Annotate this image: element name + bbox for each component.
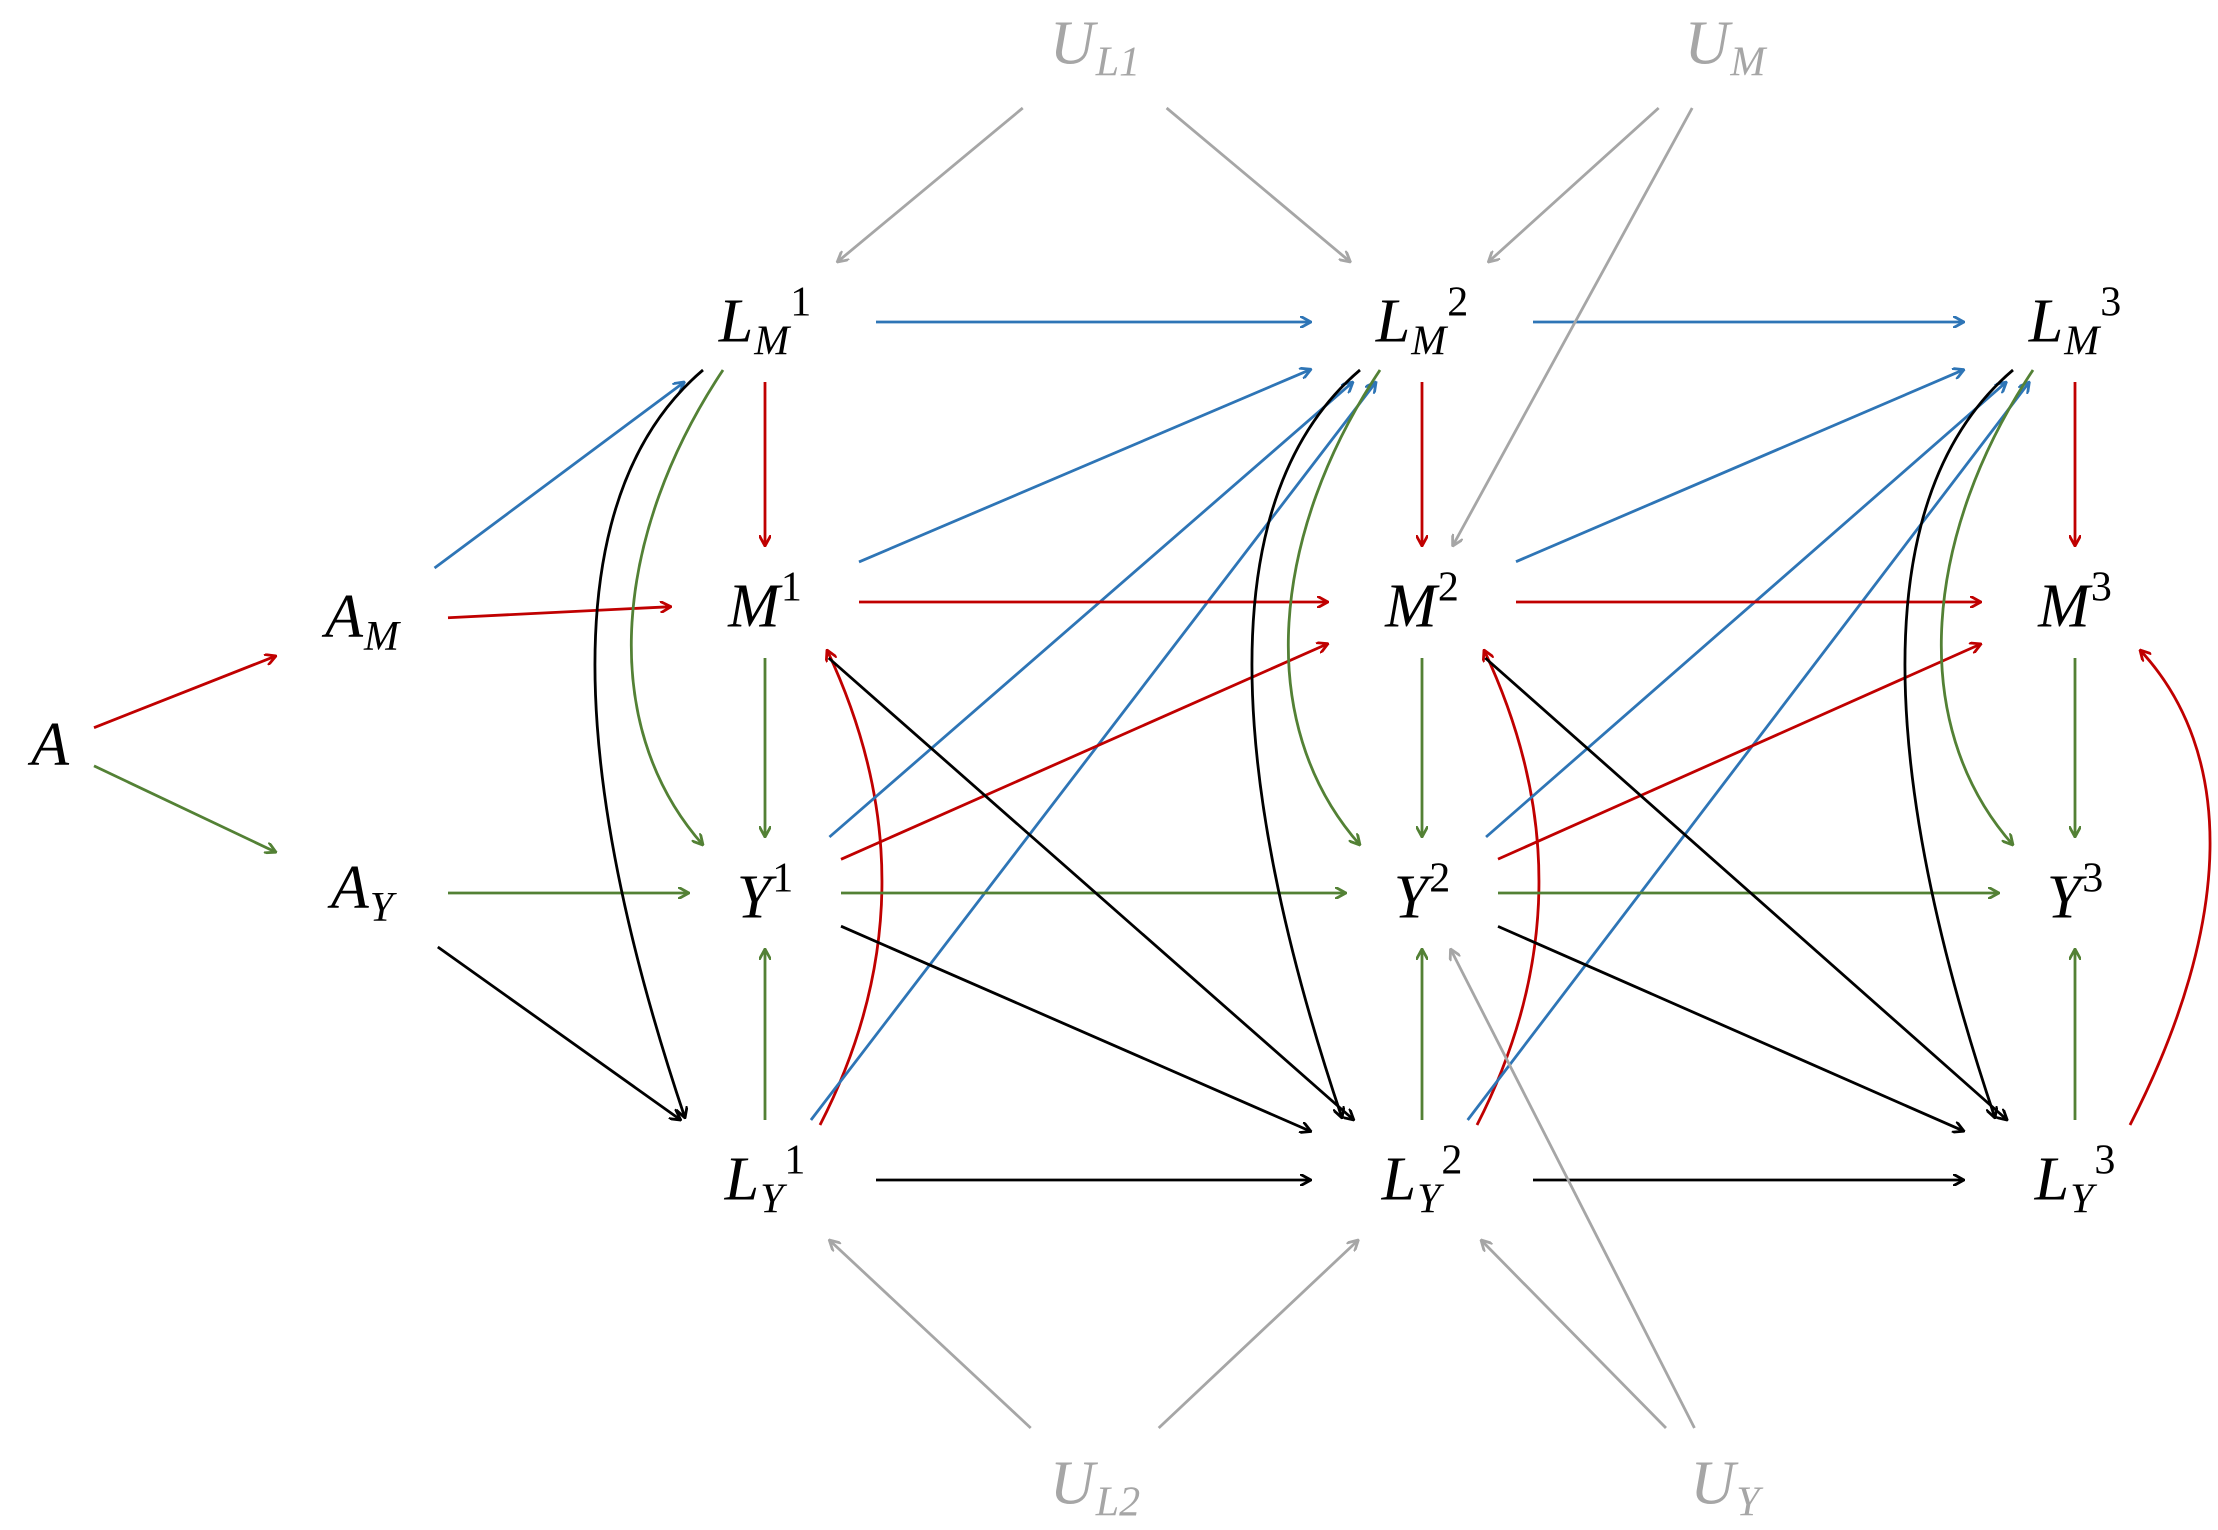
node-Y2: Y2 xyxy=(1394,857,1450,928)
node-main: L xyxy=(2034,1145,2070,1214)
edge-A-to-AM xyxy=(93,656,276,729)
node-UL2: UL2 xyxy=(1050,1453,1140,1524)
node-sub: M xyxy=(1730,39,1766,86)
node-sub: M xyxy=(1411,318,1447,365)
node-M2: M2 xyxy=(1385,566,1459,637)
node-M1: M1 xyxy=(728,566,802,637)
node-LY3: LY3 xyxy=(2035,1139,2116,1220)
edge-LY1-to-M1 xyxy=(818,650,884,1126)
edge-UL2-to-LY1 xyxy=(829,1240,1032,1430)
edge-M2-to-LM3 xyxy=(1515,370,1964,563)
node-LM3: LM3 xyxy=(2029,281,2121,362)
node-main: L xyxy=(1375,287,1411,356)
edge-Y2-to-M3 xyxy=(1497,644,1981,861)
node-UL1: UL1 xyxy=(1050,13,1140,84)
edge-UM-to-LM2 xyxy=(1488,106,1660,262)
node-main: A xyxy=(325,582,363,651)
edge-Y1-to-LY2 xyxy=(840,924,1311,1131)
edge-M2-to-LY3 xyxy=(1484,656,2007,1120)
node-main: U xyxy=(1049,1449,1095,1518)
node-A: A xyxy=(31,714,69,776)
node-sub: Y xyxy=(369,885,394,932)
node-main: A xyxy=(330,853,369,922)
node-main: U xyxy=(1049,9,1095,78)
node-main: Y xyxy=(1393,863,1429,932)
node-LY2: LY2 xyxy=(1382,1139,1463,1220)
node-sup: 2 xyxy=(1441,1137,1463,1184)
edge-UM-to-M2 xyxy=(1453,107,1694,546)
edge-LM1-to-LY1 xyxy=(593,368,704,1118)
edge-LM1-to-Y1 xyxy=(629,369,725,845)
edge-LY2-to-M2 xyxy=(1475,650,1541,1126)
edge-Y1-to-M2 xyxy=(840,644,1328,861)
node-sup: 1 xyxy=(772,855,794,902)
node-sub: Y xyxy=(760,1176,784,1223)
edge-UY-to-LY2 xyxy=(1481,1240,1667,1429)
node-sub: L2 xyxy=(1095,1479,1141,1526)
edge-AM-to-LM1 xyxy=(433,382,685,570)
edge-LM3-to-LY3 xyxy=(1903,368,2014,1118)
edge-UY-to-Y2 xyxy=(1451,949,1696,1429)
edge-LM2-to-Y2 xyxy=(1286,369,1382,845)
node-sub: M xyxy=(363,614,399,661)
edge-LY3-to-M3 xyxy=(2128,650,2212,1126)
node-main: L xyxy=(724,1145,760,1214)
node-Y1: Y1 xyxy=(737,857,793,928)
edge-UL1-to-LM1 xyxy=(837,106,1024,262)
edge-A-to-AY xyxy=(93,764,276,852)
node-sup: 3 xyxy=(2082,855,2104,902)
node-sub: Y xyxy=(1417,1176,1441,1223)
node-main: M xyxy=(728,572,780,641)
edge-LY1-to-LM2 xyxy=(809,382,1376,1121)
node-main: U xyxy=(1684,9,1730,78)
edge-AY-to-LY1 xyxy=(437,945,681,1120)
edge-LM3-to-Y3 xyxy=(1939,369,2035,845)
node-main: Y xyxy=(736,863,772,932)
node-main: U xyxy=(1690,1449,1736,1518)
node-main: L xyxy=(1381,1145,1417,1214)
edge-M1-to-LY2 xyxy=(827,656,1354,1120)
node-AM: AM xyxy=(325,586,399,658)
node-LM1: LM1 xyxy=(719,281,811,362)
node-sup: 1 xyxy=(790,279,812,326)
node-sup: 3 xyxy=(2094,1137,2116,1184)
node-sup: 2 xyxy=(1437,564,1459,611)
node-sub: L1 xyxy=(1095,39,1141,86)
node-UY: UY xyxy=(1690,1453,1759,1524)
node-sup: 2 xyxy=(1447,279,1469,326)
node-sup: 1 xyxy=(780,564,802,611)
node-UM: UM xyxy=(1685,13,1766,84)
node-main: L xyxy=(718,287,754,356)
node-M3: M3 xyxy=(2038,566,2112,637)
node-main: M xyxy=(1385,572,1437,641)
node-sub: Y xyxy=(2070,1176,2094,1223)
node-sup: 2 xyxy=(1429,855,1451,902)
node-sub: M xyxy=(2064,318,2100,365)
edge-LY2-to-LM3 xyxy=(1466,382,2030,1121)
node-sup: 3 xyxy=(2100,279,2122,326)
node-main: A xyxy=(31,711,69,779)
node-sup: 1 xyxy=(784,1137,806,1184)
node-sub: Y xyxy=(1736,1479,1760,1526)
node-sub: M xyxy=(754,318,790,365)
edge-UL2-to-LY2 xyxy=(1157,1240,1359,1430)
node-sup: 3 xyxy=(2090,564,2112,611)
edge-Y2-to-LM3 xyxy=(1485,382,2006,839)
node-main: L xyxy=(2028,287,2064,356)
edge-AM-to-M1 xyxy=(447,607,671,620)
edge-M1-to-LM2 xyxy=(858,369,1311,564)
node-Y3: Y3 xyxy=(2047,857,2103,928)
edge-LM2-to-LY2 xyxy=(1250,368,1361,1118)
node-AY: AY xyxy=(331,857,393,929)
edge-UL1-to-LM2 xyxy=(1165,106,1351,262)
node-main: Y xyxy=(2046,863,2082,932)
node-main: M xyxy=(2038,572,2090,641)
node-LY1: LY1 xyxy=(725,1139,806,1220)
edge-layer xyxy=(93,106,2212,1430)
node-LM2: LM2 xyxy=(1376,281,1468,362)
edge-Y2-to-LY3 xyxy=(1497,925,1964,1131)
edge-Y1-to-LM2 xyxy=(828,382,1353,839)
